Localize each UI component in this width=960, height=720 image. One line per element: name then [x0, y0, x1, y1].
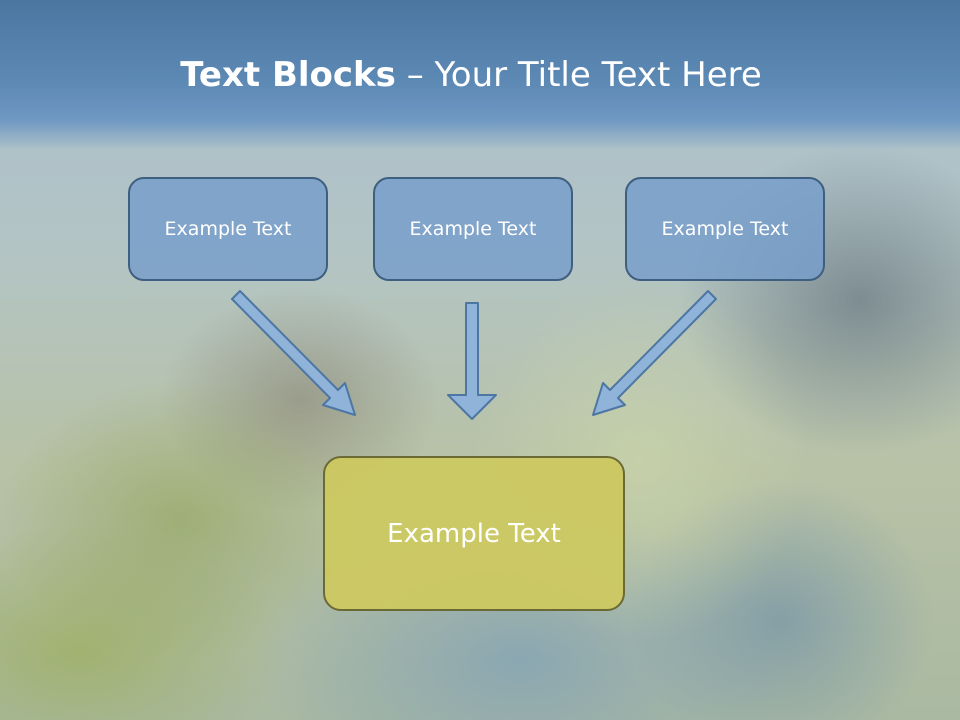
text-block-3[interactable]: Example Text — [625, 177, 825, 281]
main-text-block[interactable]: Example Text — [323, 456, 625, 611]
text-block-1-label: Example Text — [164, 218, 292, 240]
arrow-left-diagonal — [231, 290, 356, 416]
arrow-right-diagonal — [592, 290, 717, 416]
text-block-2[interactable]: Example Text — [373, 177, 573, 281]
text-block-2-label: Example Text — [409, 218, 537, 240]
title-separator: – — [395, 55, 435, 95]
text-block-1[interactable]: Example Text — [128, 177, 328, 281]
title-bar — [0, 0, 960, 150]
main-text-block-label: Example Text — [387, 518, 561, 549]
title-bold-part: Text Blocks — [180, 55, 396, 95]
arrow-center-down — [447, 302, 497, 420]
text-block-3-label: Example Text — [661, 218, 789, 240]
slide-title: Text Blocks – Your Title Text Here — [0, 52, 942, 98]
title-regular-part: Your Title Text Here — [434, 55, 762, 95]
